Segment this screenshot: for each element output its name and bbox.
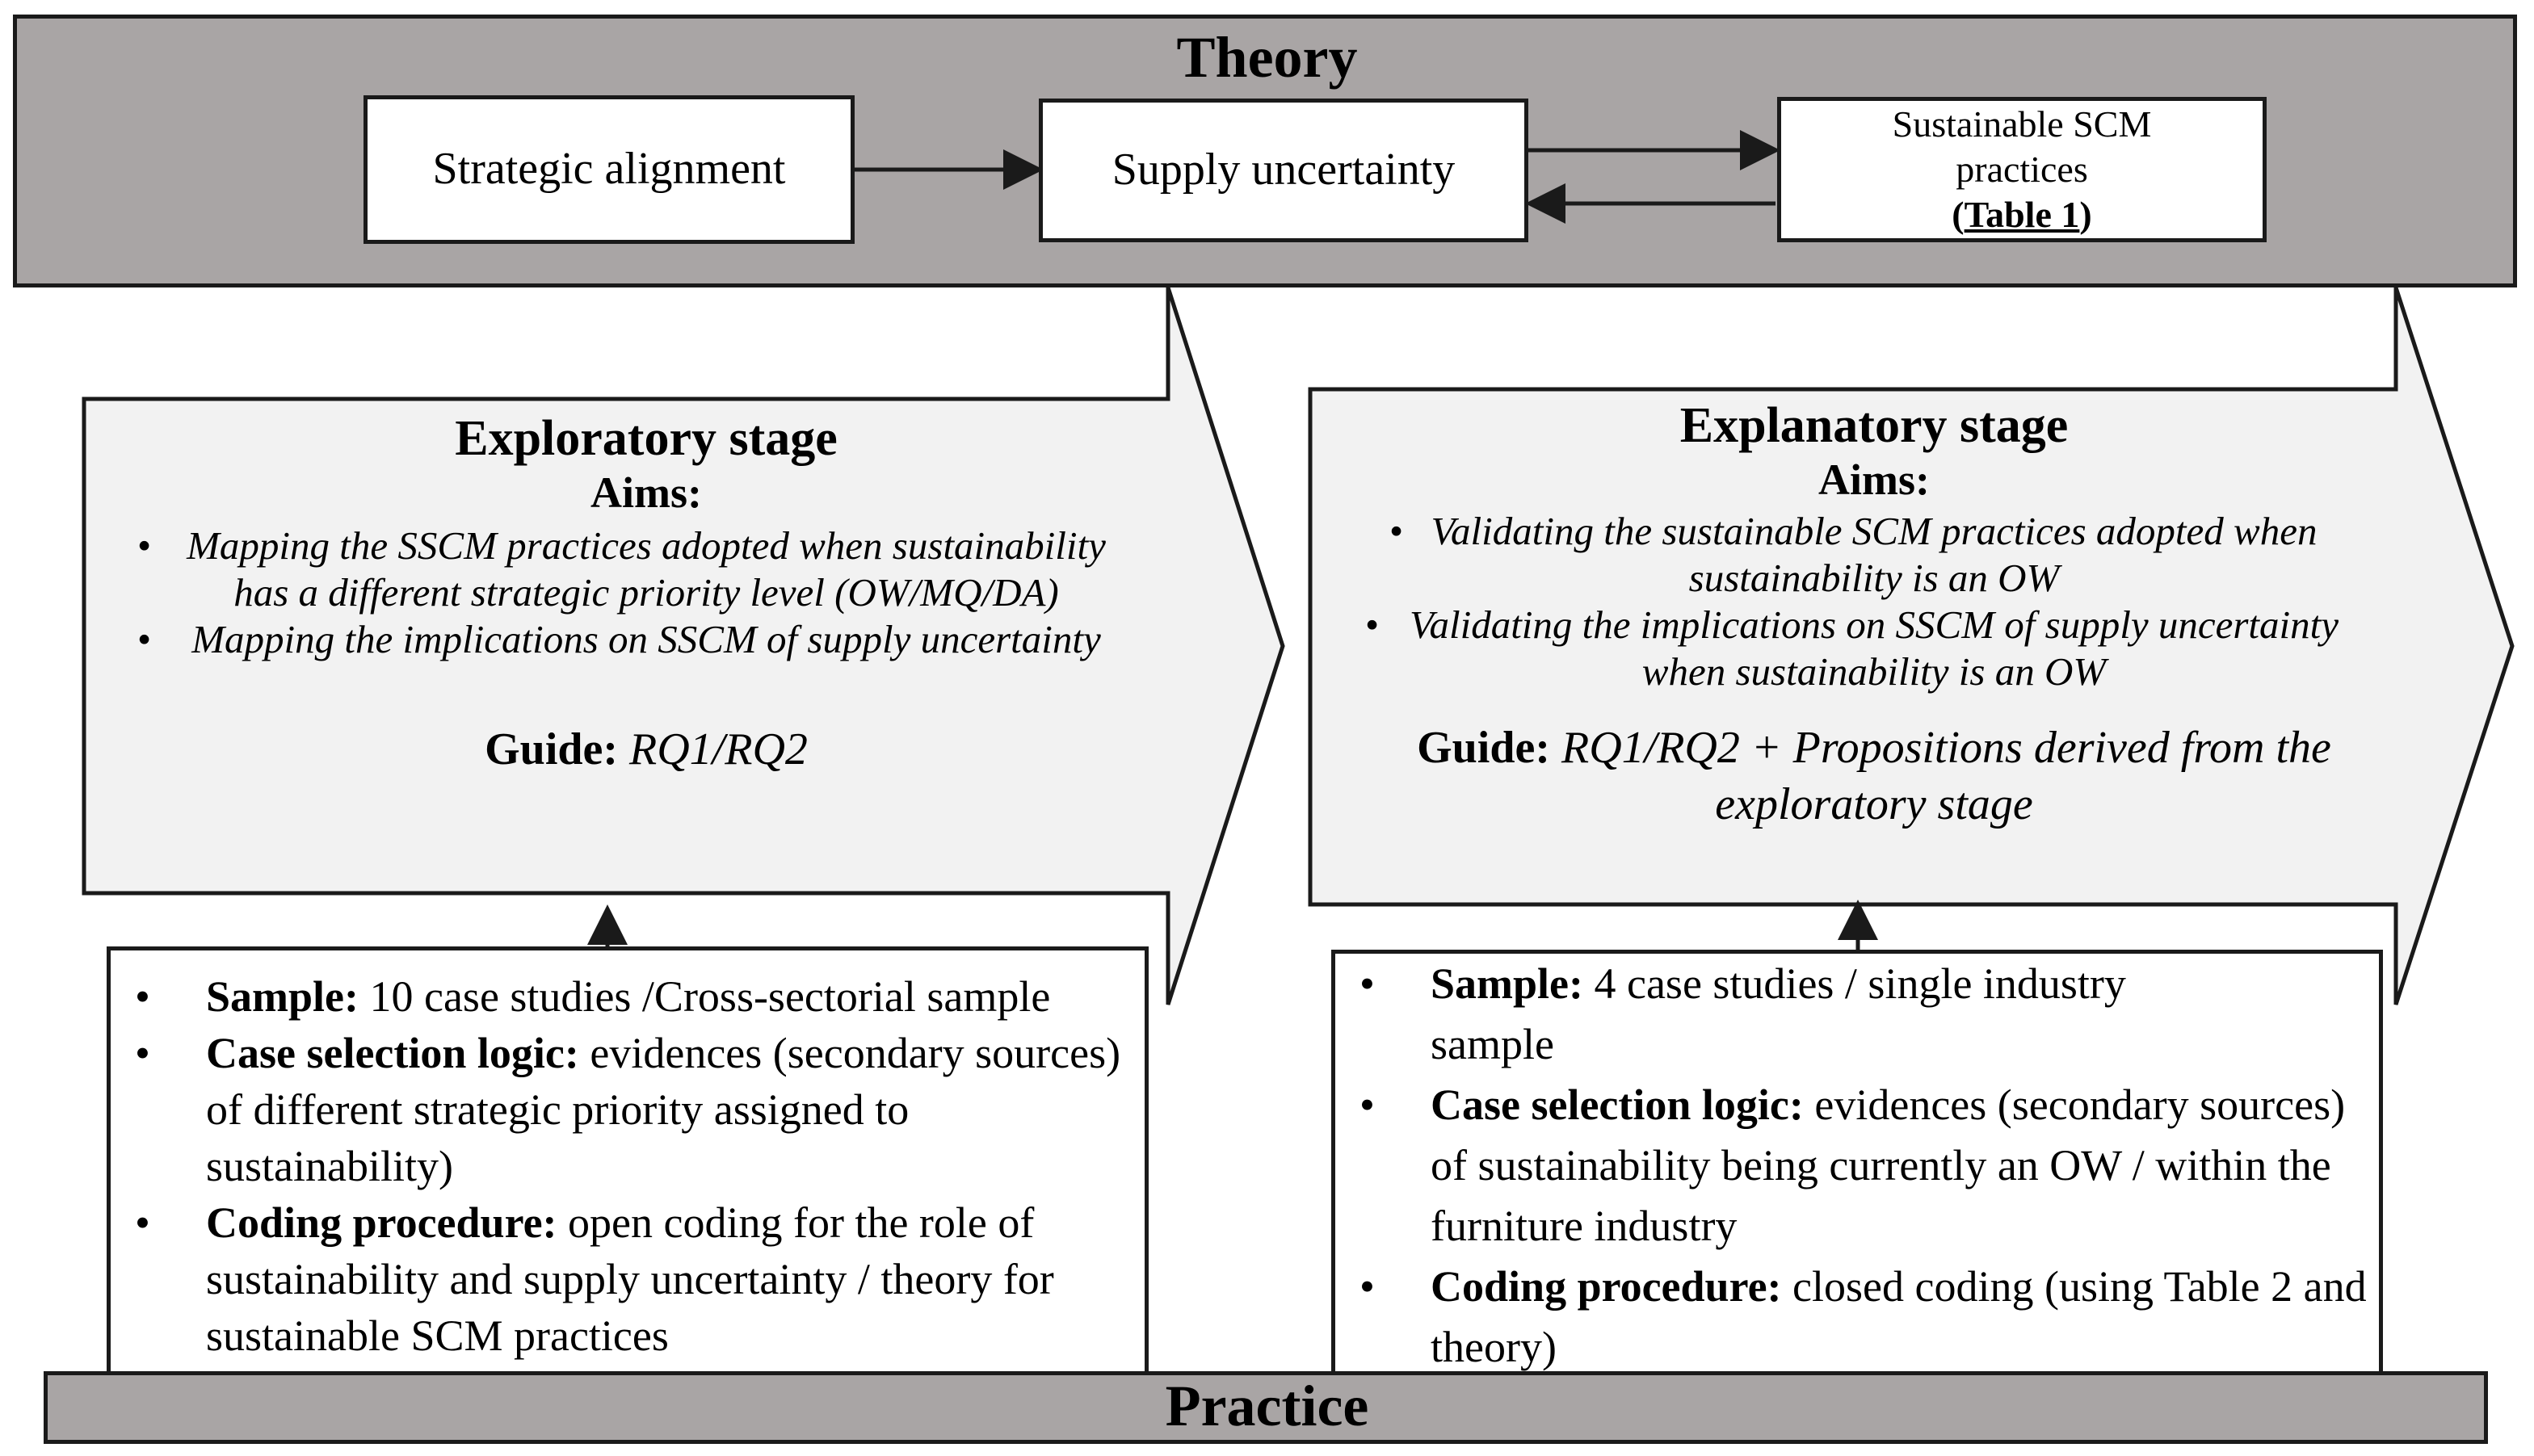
- sscm-practices-line1: Sustainable SCM: [1892, 103, 2152, 145]
- method-item-sample: • Sample: 4 case studies / single indust…: [1335, 954, 2379, 1075]
- method-item-coding: • Coding procedure: open coding for the …: [111, 1194, 1145, 1364]
- explanatory-stage-arrow: [1308, 287, 2515, 1005]
- exploratory-aims-title: Aims:: [590, 468, 702, 517]
- supply-uncertainty-label: Supply uncertainty: [1112, 145, 1456, 195]
- bullet-icon: •: [1359, 1262, 1375, 1311]
- method-item-case-selection: • Case selection logic: evidences (secon…: [1335, 1075, 2379, 1257]
- exploratory-guide-label: Guide:: [485, 724, 619, 774]
- exploratory-stage-title: Exploratory stage: [455, 411, 838, 466]
- bullet-icon: •: [1359, 1080, 1375, 1129]
- explanatory-stage-title: Explanatory stage: [1679, 398, 2069, 453]
- exploratory-method-box: • Sample: 10 case studies /Cross-sectori…: [107, 946, 1149, 1383]
- explanatory-aim-item: • Validating the implications on SSCM of…: [1365, 602, 2339, 694]
- practice-title: Practice: [1165, 1374, 1369, 1438]
- strategic-alignment-label: Strategic alignment: [432, 144, 786, 195]
- theory-title: Theory: [1176, 25, 1358, 90]
- bullet-icon: •: [1359, 959, 1375, 1008]
- practice-bar: [44, 1371, 2488, 1444]
- explanatory-guide: Guide: RQ1/RQ2 + Propositions derived fr…: [1417, 723, 2331, 829]
- explanatory-aim-item: • Validating the sustainable SCM practic…: [1389, 509, 2318, 600]
- strategic-alignment-box: Strategic alignment: [364, 95, 855, 244]
- table-1-link[interactable]: Table 1: [1964, 194, 2080, 235]
- explanatory-method-list: • Sample: 4 case studies / single indust…: [1335, 954, 2379, 1378]
- method-item-case-selection: • Case selection logic: evidences (secon…: [111, 1025, 1145, 1194]
- explanatory-method-box: • Sample: 4 case studies / single indust…: [1331, 950, 2383, 1383]
- explanatory-aims-list: • Validating the sustainable SCM practic…: [1341, 508, 2407, 695]
- exploratory-guide: Guide: RQ1/RQ2: [121, 721, 1171, 778]
- bullet-icon: •: [137, 617, 152, 661]
- explanatory-guide-label: Guide:: [1417, 723, 1551, 773]
- supply-uncertainty-box: Supply uncertainty: [1039, 99, 1528, 242]
- exploratory-aim-item: • Mapping the SSCM practices adopted whe…: [137, 523, 1106, 615]
- exploratory-stage-arrow: [82, 287, 1285, 1005]
- sscm-practices-ref: (Table 1): [1952, 194, 2092, 235]
- bullet-icon: •: [1389, 509, 1404, 553]
- bullet-icon: •: [135, 1029, 150, 1077]
- explanatory-guide-text: RQ1/RQ2 + Propositions derived from the: [1550, 723, 2331, 773]
- exploratory-method-list: • Sample: 10 case studies /Cross-sectori…: [111, 968, 1145, 1364]
- exploratory-guide-text: RQ1/RQ2: [629, 724, 808, 774]
- explanatory-stage-content: Explanatory stage Aims: • Validating the…: [1341, 397, 2407, 833]
- method-item-coding: • Coding procedure: closed coding (using…: [1335, 1257, 2379, 1378]
- exploratory-aims-list: • Mapping the SSCM practices adopted whe…: [121, 522, 1171, 663]
- exploratory-aim-item: • Mapping the implications on SSCM of su…: [137, 617, 1101, 661]
- bullet-icon: •: [135, 972, 150, 1021]
- sscm-practices-line2: practices: [1956, 149, 2088, 190]
- exploratory-stage-content: Exploratory stage Aims: • Mapping the SS…: [121, 410, 1171, 778]
- method-item-sample: • Sample: 10 case studies /Cross-sectori…: [111, 968, 1145, 1025]
- explanatory-aims-title: Aims:: [1818, 455, 1930, 504]
- bullet-icon: •: [135, 1198, 150, 1247]
- sscm-practices-box: Sustainable SCM practices (Table 1): [1777, 97, 2267, 242]
- bullet-icon: •: [137, 523, 152, 568]
- bullet-icon: •: [1365, 602, 1380, 647]
